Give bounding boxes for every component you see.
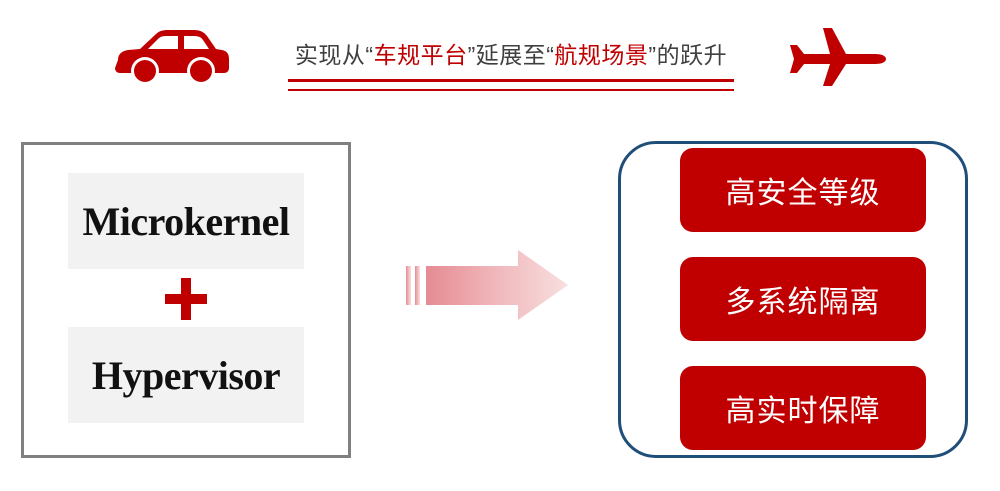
platform-stack-box: Microkernel Hypervisor	[21, 142, 351, 458]
headline-highlight: 航规场景	[554, 42, 649, 68]
capability-pill-realtime: 高实时保障	[680, 366, 926, 450]
headline-plain: ”	[467, 42, 476, 68]
airplane-icon	[782, 26, 890, 88]
page-title: 实现从“车规平台”延展至“航规场景”的跃升	[288, 38, 734, 72]
car-icon	[112, 24, 230, 86]
stack-panel-microkernel: Microkernel	[68, 173, 304, 269]
right-arrow-icon	[406, 248, 570, 322]
headline-plain: 实现从	[294, 42, 366, 68]
headline-underline	[288, 79, 734, 91]
capability-pill-isolation: 多系统隔离	[680, 257, 926, 341]
headline-plain: “	[365, 42, 374, 68]
headline-plain: “	[546, 42, 555, 68]
capability-pill-security: 高安全等级	[680, 148, 926, 232]
headline-plain: ”	[648, 42, 657, 68]
headline-block: 实现从“车规平台”延展至“航规场景”的跃升	[288, 38, 734, 91]
capability-box: 高安全等级 多系统隔离 高实时保障	[618, 141, 968, 458]
stack-panel-hypervisor: Hypervisor	[68, 327, 304, 423]
headline-highlight: 车规平台	[373, 42, 468, 68]
headline-plain: 的跃升	[656, 42, 728, 68]
headline-plain: 延展至	[475, 42, 547, 68]
plus-icon	[165, 278, 207, 320]
